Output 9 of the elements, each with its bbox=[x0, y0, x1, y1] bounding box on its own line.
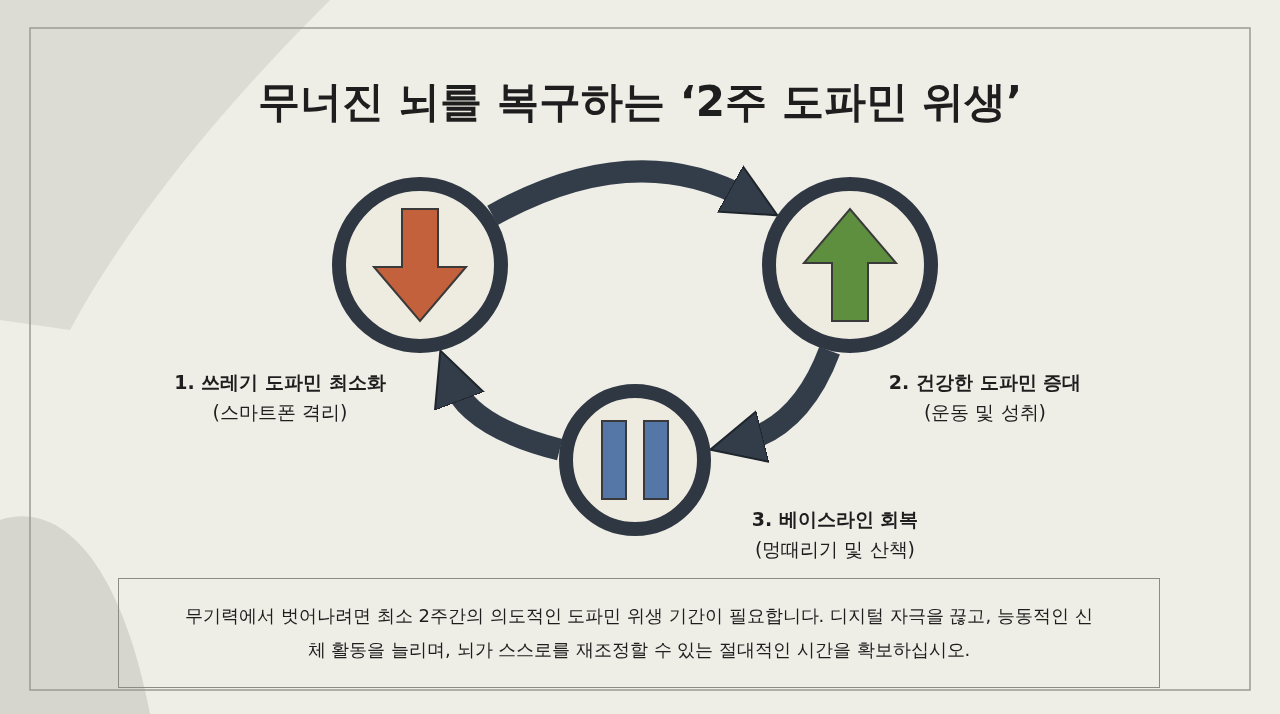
step-label: 3. 베이스라인 회복 bbox=[751, 507, 919, 532]
step-label: 2. 건강한 도파민 증대 bbox=[888, 370, 1082, 395]
step-description: (스마트폰 격리) bbox=[212, 400, 348, 425]
title: 무너진 뇌를 복구하는 ‘2주 도파민 위생’ bbox=[256, 76, 1024, 128]
summary-box bbox=[118, 578, 1160, 688]
step-description: (멍때리기 및 산책) bbox=[755, 537, 915, 562]
step-label: 1. 쓰레기 도파민 최소화 bbox=[174, 370, 386, 395]
summary-text: 무기력에서 벗어나려면 최소 2주간의 의도적인 도파민 위생 기간이 필요합니다. 디지털 자극을 끊고, 능동적인 신체 활동을 늘리며, 뇌가 스스로를 재조정할 수 있는 절대적인 시간을 확보하십시오. bbox=[184, 604, 1094, 662]
step-description: (운동 및 성취) bbox=[924, 400, 1046, 425]
